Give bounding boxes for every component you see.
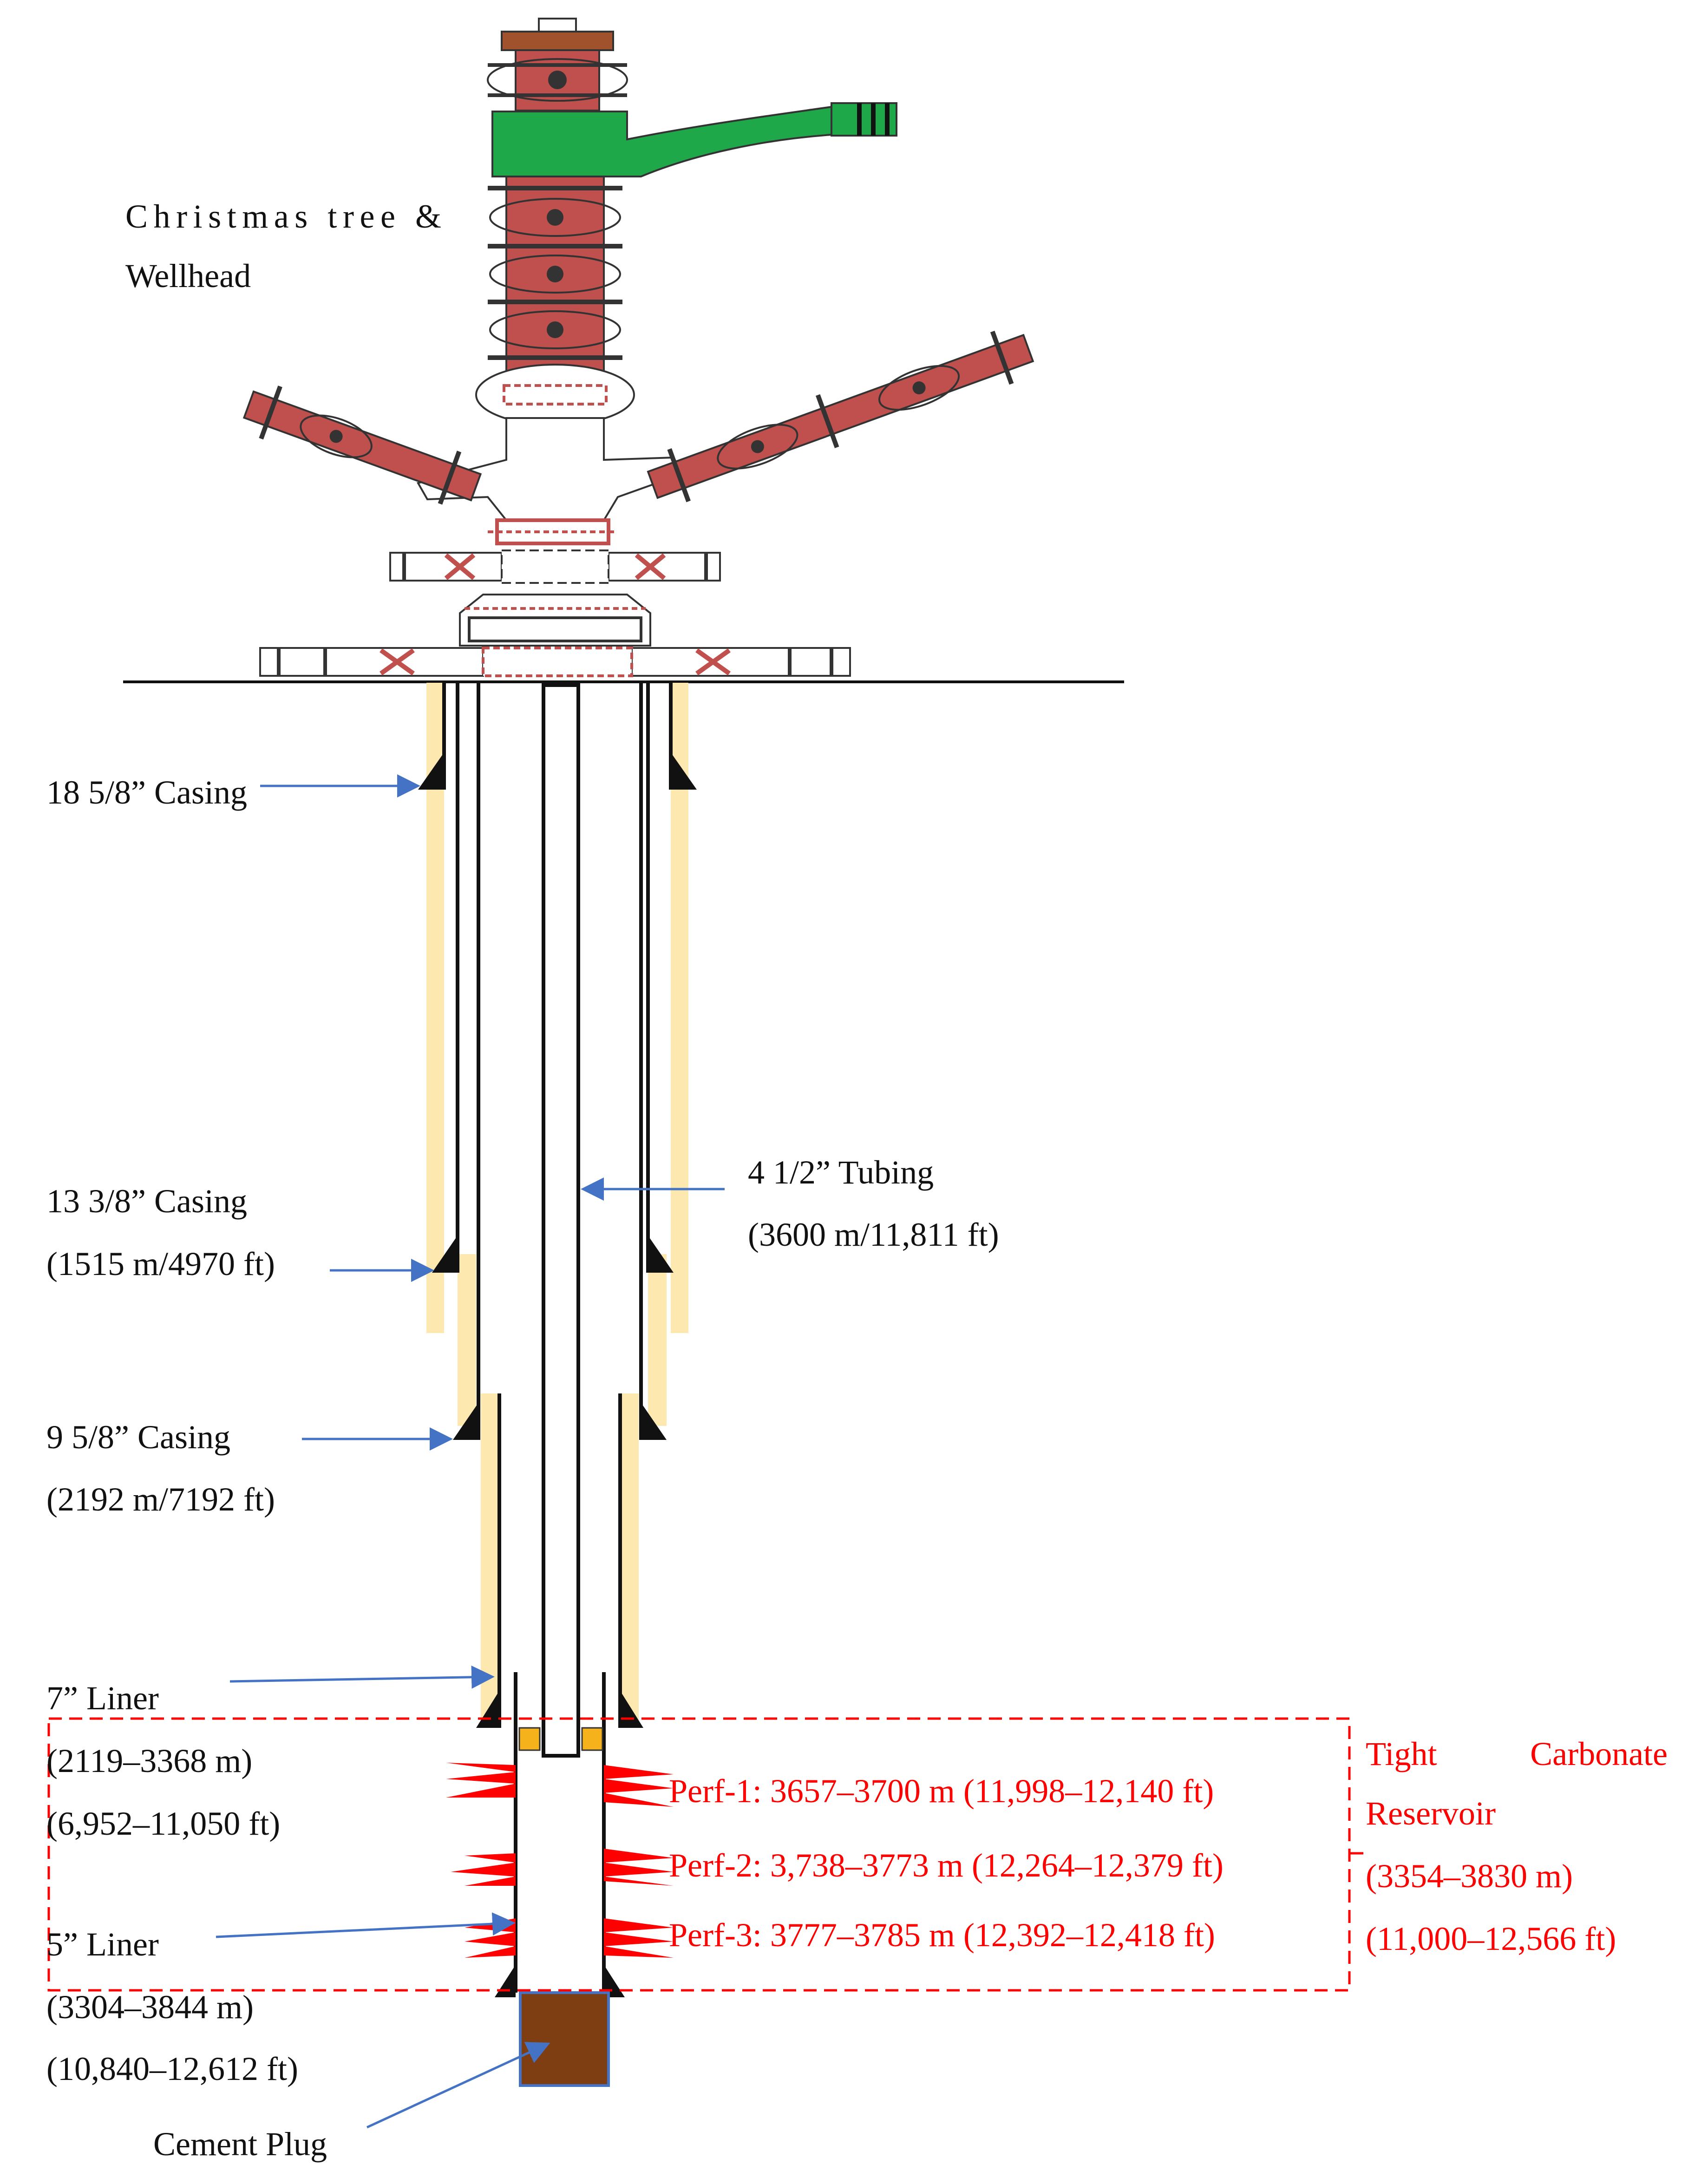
cement-sheaths: [426, 683, 688, 1728]
perf-2-left: [451, 1853, 516, 1886]
shoe-18-right: [671, 752, 697, 790]
shoe-18-left: [418, 752, 444, 790]
casing-13-label: 13 3/8” Casing: [46, 1183, 247, 1220]
liner-5-depth-m: (3304–3844 m): [46, 1988, 254, 2026]
shoe-5-left: [495, 1965, 516, 1997]
cement-13-right: [648, 1254, 667, 1426]
christmas-tree: [242, 18, 1034, 677]
tree-cap-flange: [501, 31, 614, 51]
perf-3-right: [604, 1918, 674, 1958]
master-valve-stack: [488, 176, 622, 382]
shoe-9-left: [453, 1403, 478, 1440]
tree-label-line1: Christmas tree &: [125, 198, 441, 235]
perf-1-label: Perf-1: 3657–3700 m (11,998–12,140 ft): [669, 1772, 1214, 1810]
cement-13-left: [458, 1254, 476, 1426]
shoe-13-left: [432, 1236, 458, 1273]
perf-1-right: [604, 1765, 674, 1807]
production-tubing: [542, 683, 580, 1758]
shoe-9-right: [641, 1403, 667, 1440]
right-wing-valve: [647, 330, 1034, 503]
perf-2-label: Perf-2: 3,738–3773 m (12,264–12,379 ft): [669, 1847, 1224, 1884]
casing-18-label: 18 5/8” Casing: [46, 774, 247, 811]
reservoir-label-carbonate: Carbonate: [1530, 1735, 1668, 1772]
liner-5-depth-ft: (10,840–12,612 ft): [46, 2050, 298, 2087]
reservoir-depth-m: (3354–3830 m): [1366, 1857, 1573, 1895]
perf-2-right: [604, 1849, 674, 1886]
perforations: [446, 1763, 674, 1958]
reservoir-label-reservoir: Reservoir: [1366, 1795, 1496, 1832]
packer-right: [581, 1727, 603, 1751]
shoe-13-right: [648, 1236, 674, 1273]
tree-label-line2: Wellhead: [125, 257, 251, 294]
cement-18-right: [671, 683, 688, 1333]
callout-arrows: [216, 774, 725, 2129]
packer-left: [518, 1727, 541, 1751]
cement-9-right: [620, 1393, 639, 1728]
casing-13-depth: (1515 m/4970 ft): [46, 1245, 275, 1282]
perf-3-label: Perf-3: 3777–3785 m (12,392–12,418 ft): [669, 1916, 1215, 1954]
labels: Christmas tree & Wellhead 18 5/8” Casing…: [46, 198, 1668, 2163]
liner-7-depth-ft: (6,952–11,050 ft): [46, 1805, 280, 1842]
casing-outlets: [259, 647, 851, 677]
swab-valve-stack: [487, 49, 628, 111]
flowline-wing: [491, 105, 832, 177]
arrow-5-liner: [216, 1912, 516, 1938]
reservoir-label-tight: Tight: [1366, 1735, 1437, 1772]
arrow-cement-plug: [366, 2042, 550, 2129]
tree-cap: [538, 18, 577, 33]
cement-18-left: [426, 683, 444, 1333]
liner-7-depth-m: (2119–3368 m): [46, 1742, 252, 1779]
intermediate-outlets: [389, 549, 721, 584]
tubing-label: 4 1/2” Tubing: [748, 1154, 934, 1191]
cement-plug: [519, 1991, 610, 2087]
liner-5-label: 5” Liner: [46, 1926, 159, 1963]
cement-plug-label: Cement Plug: [153, 2125, 327, 2163]
arrow-7-liner: [229, 1665, 495, 1689]
left-wing-valve: [242, 386, 482, 505]
casing-9-label: 9 5/8” Casing: [46, 1419, 230, 1456]
perf-1-left: [446, 1763, 516, 1798]
tubing-depth: (3600 m/11,811 ft): [748, 1216, 999, 1253]
casing-9-depth: (2192 m/7192 ft): [46, 1481, 275, 1518]
reservoir-depth-ft: (11,000–12,566 ft): [1366, 1920, 1616, 1957]
liner-7-label: 7” Liner: [46, 1680, 159, 1717]
